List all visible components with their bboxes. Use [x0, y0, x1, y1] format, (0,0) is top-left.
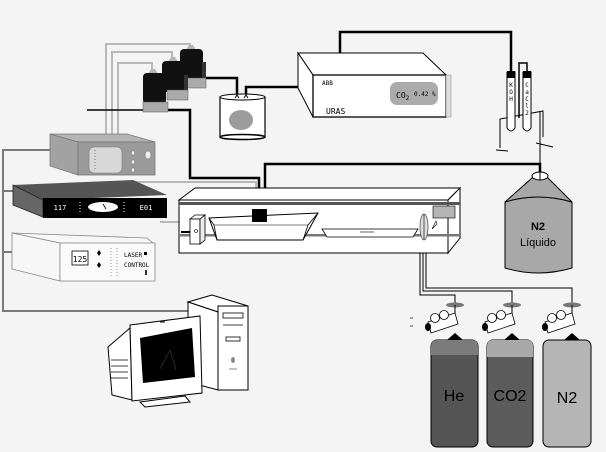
sample-blob	[229, 110, 253, 130]
drive-bay	[223, 313, 243, 318]
absorber-tube-cacl2: CaCl2	[523, 71, 531, 131]
cylinder-co2: CO2	[487, 340, 533, 447]
unit-display	[89, 147, 122, 173]
rack-instrument: 117 E01	[13, 180, 167, 218]
top-rail	[179, 202, 460, 205]
gauge-icon	[548, 314, 557, 323]
tube-label: CaCl2	[524, 82, 531, 117]
rack-display-right: E01	[140, 204, 153, 212]
sensor-housing	[433, 206, 455, 218]
absorber-tube-koh: KOH	[507, 71, 515, 131]
laser-label-1: LASER	[124, 252, 142, 259]
floppy-slot	[226, 337, 240, 341]
cylinder-label: CO2	[494, 388, 527, 405]
gas-cylinders: He CO2 N2	[431, 340, 591, 447]
dewar-label-2: Líquido	[520, 237, 556, 249]
co2-analyzer: ABB URAS CO2 0.42 %	[298, 53, 451, 117]
valve-knob-icon	[425, 323, 431, 331]
analyzer-brand: ABB	[322, 80, 333, 87]
analyzer-reading: 0.42 %	[414, 91, 436, 98]
flow-controller-unit	[50, 134, 155, 175]
gauge-icon	[431, 314, 440, 323]
gauge-icon	[488, 314, 497, 323]
beaker	[220, 94, 265, 140]
rack-display-left: 117	[54, 204, 67, 212]
valve-knob-icon	[542, 323, 548, 331]
cylinder-he: He	[431, 340, 478, 447]
laser-control-unit: 125 LASER CONTROL	[12, 233, 155, 281]
dewar-label-1: N2	[531, 221, 545, 233]
cylinder-label: N2	[557, 390, 578, 407]
reaction-chamber	[179, 188, 460, 253]
valve-knob-icon	[482, 323, 488, 331]
analyzer-model: URAS	[326, 107, 345, 116]
sample-tray	[322, 229, 418, 237]
cylinder-n2: N2	[543, 340, 591, 447]
gauge-icon	[557, 311, 566, 320]
gauge-icon	[497, 311, 506, 320]
power-button	[231, 357, 235, 363]
laser-display-value: 125	[73, 255, 88, 264]
mfc-1	[143, 69, 168, 112]
gas-inlet-block	[252, 209, 267, 222]
laser-label-2: CONTROL	[124, 262, 150, 269]
gauge-icon	[440, 311, 449, 320]
tube-label: KOH	[508, 82, 515, 103]
cylinder-label: He	[444, 388, 465, 405]
rack-meter	[88, 202, 118, 212]
